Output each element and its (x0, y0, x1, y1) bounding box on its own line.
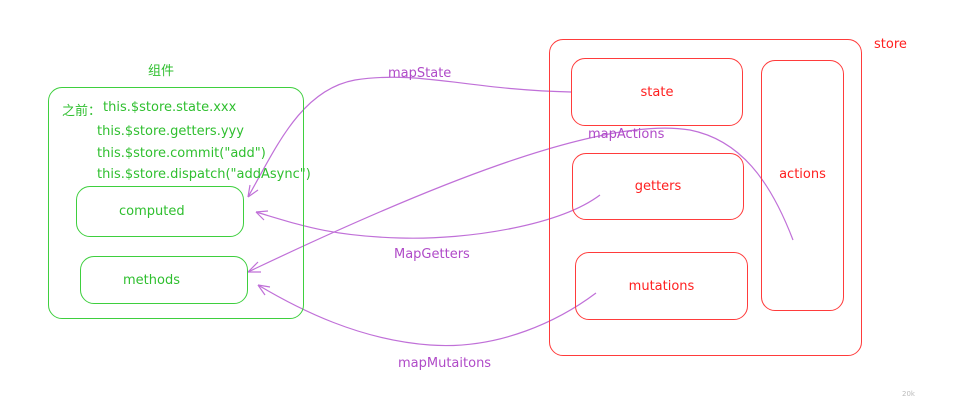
mapgetters-label: MapGetters (394, 247, 470, 262)
mapmutations-arrowhead (257, 284, 271, 296)
before-prefix: 之前： (62, 104, 102, 119)
store-box (549, 39, 862, 356)
component-line-state: this.$store.state.xxx (103, 100, 237, 115)
state-box: state (571, 58, 743, 126)
mapgetters-arrow (255, 194, 601, 239)
getters-label: getters (634, 179, 682, 194)
methods-label: methods (123, 272, 180, 288)
mutations-label: mutations (628, 278, 695, 294)
computed-box: computed (76, 186, 244, 237)
component-line-dispatch: this.$store.dispatch("addAsync") (97, 167, 311, 182)
mapmutations-arrow (257, 284, 597, 347)
mapmutations-label: mapMutaitons (398, 356, 492, 371)
component-line-commit: this.$store.commit("add") (97, 146, 266, 161)
mapstate-arrowhead (247, 184, 259, 198)
mapactions-arrowhead (247, 261, 261, 273)
getters-box: getters (572, 153, 744, 220)
component-line-getters: this.$store.getters.yyy (97, 124, 244, 139)
mapstate-arrow (247, 76, 572, 198)
mapactions-label: mapActions (588, 127, 665, 142)
store-title: store (874, 37, 907, 52)
methods-box: methods (80, 256, 248, 304)
actions-box: actions (761, 60, 844, 311)
mapstate-label: mapState (388, 66, 452, 81)
state-label: state (640, 84, 674, 100)
component-title: 组件 (148, 64, 175, 79)
watermark: 20k (902, 390, 915, 398)
component-box (48, 87, 304, 319)
mapgetters-arrowhead (255, 210, 269, 221)
mapactions-arrow (247, 127, 794, 273)
actions-label: actions (779, 167, 826, 182)
computed-label: computed (119, 204, 185, 219)
mutations-box: mutations (575, 252, 748, 320)
